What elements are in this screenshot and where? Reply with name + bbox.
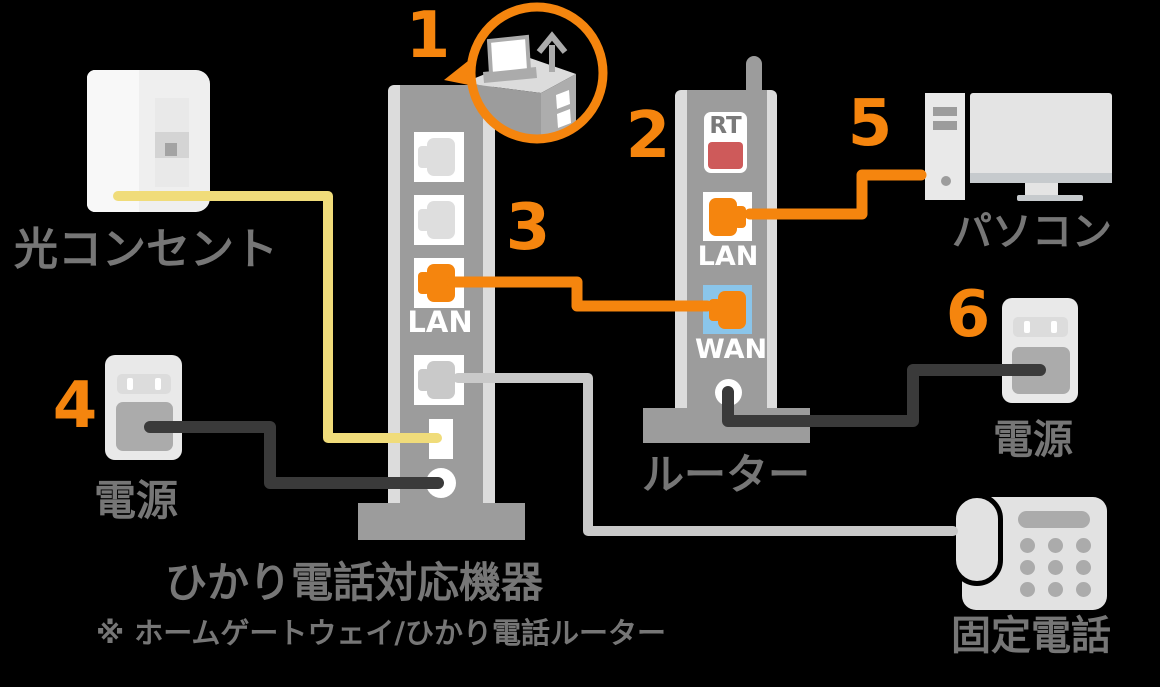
keypad-dot — [1048, 538, 1063, 553]
gateway-phone-port — [414, 355, 464, 405]
gateway-lan-port — [414, 258, 464, 308]
keypad-dot — [1076, 560, 1091, 575]
step-number-3: 3 — [505, 191, 551, 265]
keypad-dot — [1076, 538, 1091, 553]
optical-outlet-faceplate — [155, 98, 189, 187]
pc-power-button-icon — [941, 176, 951, 186]
rj45-connector-icon — [418, 138, 455, 176]
power-outlet-socket — [117, 374, 171, 394]
pc-monitor-bezel — [970, 173, 1112, 183]
gateway-port-1 — [414, 132, 464, 182]
gateway-power-inlet — [426, 468, 456, 498]
router-wan-label: WAN — [695, 334, 768, 365]
pc-monitor-stand — [1025, 183, 1058, 197]
pc-monitor-base — [1017, 195, 1083, 201]
socket-slot — [155, 378, 161, 390]
lan-plug-icon — [418, 264, 455, 302]
router-lan-port — [703, 192, 752, 241]
gateway-base — [358, 503, 525, 540]
keypad-dot — [1020, 582, 1035, 597]
router-power-inlet — [715, 379, 742, 406]
gateway-optical-port — [429, 419, 453, 459]
wan-plug-icon — [709, 291, 746, 329]
step-number-4: 4 — [52, 369, 98, 443]
router-label: ルーター — [642, 450, 811, 499]
gateway-port-2 — [414, 195, 464, 245]
keypad-dot — [1048, 582, 1063, 597]
router-antenna — [746, 56, 762, 98]
step-number-5: 5 — [847, 87, 893, 161]
gateway-note: ※ ホームゲートウェイ/ひかり電話ルーター — [96, 616, 667, 650]
power-right-label: 電源 — [993, 417, 1073, 463]
optical-outlet-label: 光コンセント — [14, 224, 278, 275]
power-left-label: 電源 — [94, 476, 179, 525]
lan-plug-icon — [709, 198, 746, 236]
power-outlet-socket — [1013, 317, 1068, 337]
phone-plug-icon — [418, 361, 455, 399]
gateway-lan-label: LAN — [407, 305, 473, 339]
rj45-connector-icon — [418, 201, 455, 239]
pc-drive-slot — [933, 121, 957, 130]
router-mode-switch: RT — [704, 112, 747, 173]
optical-connector-icon — [486, 34, 532, 77]
router-rt-label: RT — [709, 113, 742, 139]
router-lan-label: LAN — [697, 241, 759, 272]
socket-slot — [1024, 321, 1030, 333]
connector-base — [483, 67, 537, 83]
optical-outlet-highlight — [87, 70, 139, 212]
pc-drive-slot — [933, 107, 957, 116]
phone-label: 固定電話 — [951, 613, 1111, 659]
phone-keypad — [1020, 538, 1091, 597]
router-wan-port — [703, 285, 752, 334]
socket-slot — [127, 378, 133, 390]
step-number-2: 2 — [625, 99, 671, 173]
up-arrow-icon — [536, 31, 568, 54]
keypad-dot — [1076, 582, 1091, 597]
pc-label: パソコン — [952, 209, 1112, 255]
rt-mode-slider-icon — [708, 142, 743, 169]
keypad-dot — [1020, 560, 1035, 575]
keypad-dot — [1048, 560, 1063, 575]
optical-connector-slot — [165, 143, 177, 156]
power-adapter — [116, 402, 173, 451]
keypad-dot — [1020, 538, 1035, 553]
socket-slot — [1051, 321, 1057, 333]
router-base — [643, 408, 810, 443]
step-number-6: 6 — [945, 278, 991, 352]
step-number-1: 1 — [405, 0, 451, 73]
gateway-title: ひかり電話対応機器 — [164, 558, 543, 607]
pc-monitor — [970, 93, 1112, 173]
power-adapter — [1012, 347, 1070, 394]
phone-display — [1018, 511, 1090, 528]
phone-handset-icon — [951, 493, 1003, 586]
